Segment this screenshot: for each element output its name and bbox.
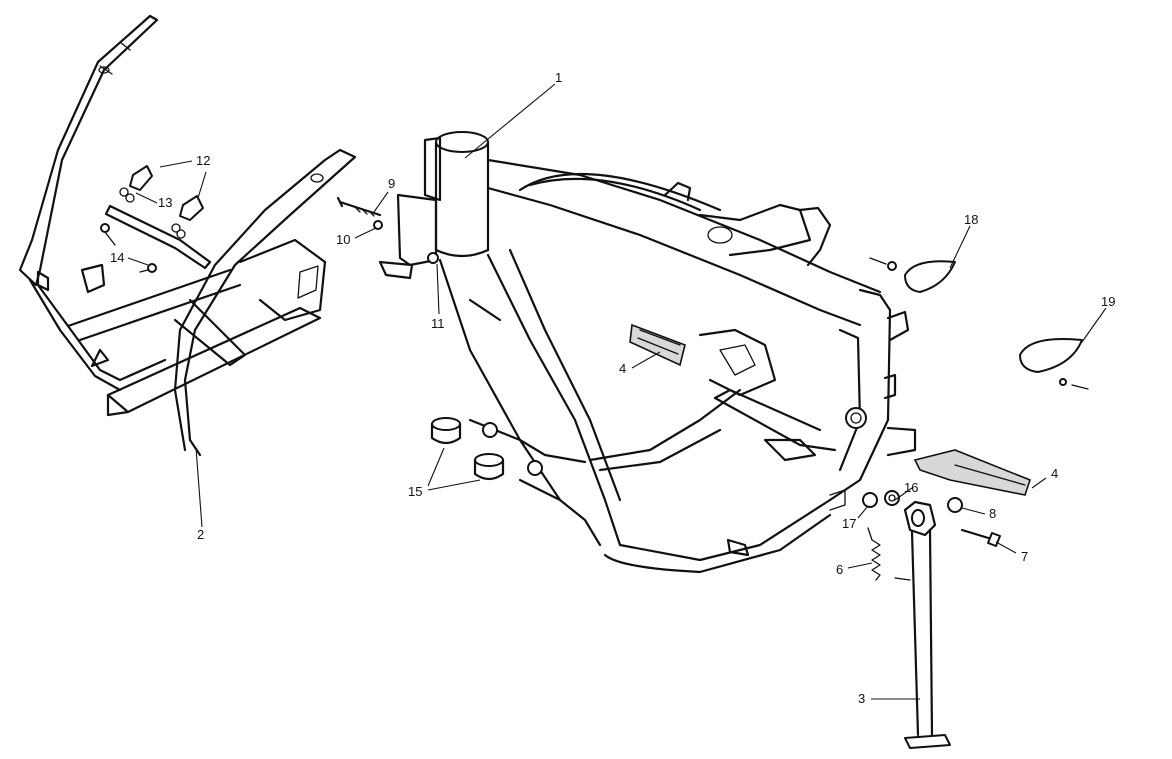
spacer-sleeves	[100, 165, 212, 273]
callout-1: 1	[555, 70, 562, 85]
stand-hardware	[862, 490, 1001, 547]
callout-18: 18	[964, 212, 978, 227]
leader-lines	[127, 83, 1107, 700]
callout-4-right: 4	[1051, 466, 1058, 481]
spring	[867, 527, 881, 581]
footrest-left	[629, 323, 686, 367]
callout-11: 11	[431, 316, 445, 331]
main-frame	[378, 131, 917, 574]
callout-3: 3	[858, 691, 865, 706]
side-stand	[894, 500, 951, 749]
callout-19: 19	[1101, 294, 1115, 309]
rear-subframe	[18, 14, 357, 457]
footrest-right	[913, 449, 1031, 496]
callout-15: 15	[408, 484, 422, 499]
indicator-19	[1019, 338, 1089, 390]
callout-14: 14	[110, 250, 124, 265]
callout-7: 7	[1021, 549, 1028, 564]
callout-2: 2	[197, 527, 204, 542]
callout-10: 10	[336, 232, 350, 247]
rubber-mounts	[430, 417, 505, 481]
callout-labels: 1 2 3 4 4 6 7 8 9 10 11 12 13 14 15 16 1…	[110, 70, 1115, 706]
callout-9: 9	[388, 176, 395, 191]
callout-16: 16	[904, 480, 918, 495]
callout-13: 13	[158, 195, 172, 210]
bolt-assembly	[336, 196, 383, 230]
callout-12: 12	[196, 153, 210, 168]
callout-17: 17	[842, 516, 856, 531]
callout-4-left: 4	[619, 361, 626, 376]
indicator-18	[869, 257, 956, 293]
callout-8: 8	[989, 506, 996, 521]
callout-6: 6	[836, 562, 843, 577]
